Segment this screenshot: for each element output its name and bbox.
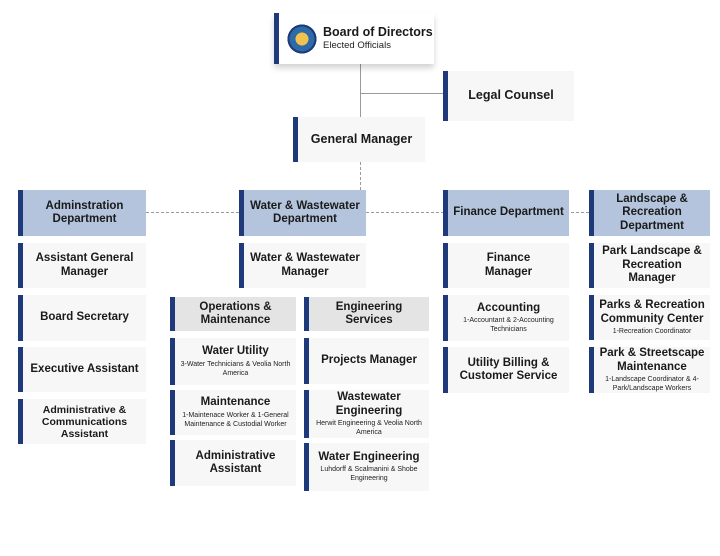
engineering-unit-detail: Luhdorff & Scalmanini & Shobe Engineerin… (320, 466, 418, 483)
operations-unit-detail: 3-Water Technicians & Veolia North Ameri… (180, 360, 291, 377)
general-manager-title: General Manager (310, 131, 413, 146)
administration-department-header: Adminstration Department (18, 190, 146, 236)
district-seal-icon (287, 23, 317, 54)
engineering-unit-box: Projects Manager (304, 338, 429, 384)
finance-role-box: Accounting 1-Accountant & 2-Accounting T… (443, 295, 569, 341)
finance-role-title: Accounting (476, 301, 541, 314)
admin-role-box: Board Secretary (18, 295, 146, 341)
legal-counsel-title: Legal Counsel (468, 88, 554, 103)
engineering-unit-box: Wastewater Engineering Herwit Engineerin… (304, 390, 429, 438)
admin-role-title: Board Secretary (40, 311, 129, 324)
operations-header-label: Operations & Maintenance (199, 300, 272, 327)
landscape-role-title: Parks & Recreation Community Center (599, 299, 705, 325)
engineering-services-header: Engineering Services (304, 297, 429, 331)
water-manager-title: Water & Wastewater Manager (250, 252, 360, 278)
landscape-role-title: Park Landscape & Recreation Manager (602, 245, 702, 285)
board-of-directors-box: Board of Directors Elected Officials (274, 13, 434, 64)
landscape-role-detail: 1-Landscape Coordinator & 4-Park/Landsca… (605, 376, 699, 392)
finance-role-title: Finance Manager (484, 252, 533, 278)
admin-role-box: Executive Assistant (18, 347, 146, 392)
landscape-header-label: Landscape & Recreation Department (616, 192, 688, 232)
operations-unit-detail: 1-Maintenace Worker & 1-General Maintena… (182, 411, 289, 428)
general-manager-box: General Manager (293, 117, 425, 162)
admin-role-title: Administrative & Communications Assistan… (41, 403, 128, 440)
finance-role-box: Finance Manager (443, 243, 569, 288)
legal-counsel-box: Legal Counsel (443, 71, 574, 121)
board-subtitle: Elected Officials (323, 40, 391, 51)
operations-unit-box: Water Utility 3-Water Technicians & Veol… (170, 338, 296, 385)
admin-role-box: Administrative & Communications Assistan… (18, 399, 146, 444)
landscape-role-box: Park Landscape & Recreation Manager (589, 243, 710, 288)
operations-unit-title: Administrative Assistant (195, 449, 276, 476)
landscape-role-title: Park & Streetscape Maintenance (599, 347, 705, 373)
operations-maintenance-header: Operations & Maintenance (170, 297, 296, 331)
engineering-header-label: Engineering Services (335, 300, 403, 327)
engineering-unit-box: Water Engineering Luhdorff & Scalmanini … (304, 443, 429, 491)
operations-unit-title: Maintenance (200, 396, 271, 409)
connector-board-to-gm (360, 64, 361, 118)
landscape-role-box: Park & Streetscape Maintenance 1-Landsca… (589, 347, 710, 393)
water-header-label: Water & Wastewater Department (250, 199, 360, 226)
landscape-department-header: Landscape & Recreation Department (589, 190, 710, 236)
finance-role-box: Utility Billing & Customer Service (443, 347, 569, 393)
landscape-role-detail: 1-Recreation Coordinator (612, 328, 692, 335)
finance-role-title: Utility Billing & Customer Service (459, 356, 558, 383)
connector-departments (146, 212, 589, 213)
finance-department-header: Finance Department (443, 190, 569, 236)
landscape-role-box: Parks & Recreation Community Center 1-Re… (589, 295, 710, 340)
admin-role-title: Assistant General Manager (35, 252, 134, 278)
engineering-unit-title: Projects Manager (321, 354, 417, 367)
engineering-unit-title: Water Engineering (318, 450, 420, 463)
connector-to-legal (360, 93, 443, 94)
engineering-unit-title: Wastewater Engineering (335, 391, 403, 417)
board-title: Board of Directors (323, 25, 433, 39)
engineering-unit-detail: Herwit Engineering & Veolia North Americ… (316, 420, 422, 436)
operations-unit-title: Water Utility (202, 345, 269, 358)
operations-unit-box: Maintenance 1-Maintenace Worker & 1-Gene… (170, 390, 296, 435)
administration-header-label: Adminstration Department (45, 199, 124, 226)
water-manager-box: Water & Wastewater Manager (239, 243, 366, 288)
finance-role-detail: 1-Accountant & 2-Accounting Technicians (463, 317, 554, 334)
operations-unit-box: Administrative Assistant (170, 440, 296, 486)
water-department-header: Water & Wastewater Department (239, 190, 366, 236)
finance-header-label: Finance Department (453, 206, 564, 219)
connector-gm-to-departments (360, 162, 361, 190)
admin-role-box: Assistant General Manager (18, 243, 146, 288)
admin-role-title: Executive Assistant (30, 362, 139, 375)
